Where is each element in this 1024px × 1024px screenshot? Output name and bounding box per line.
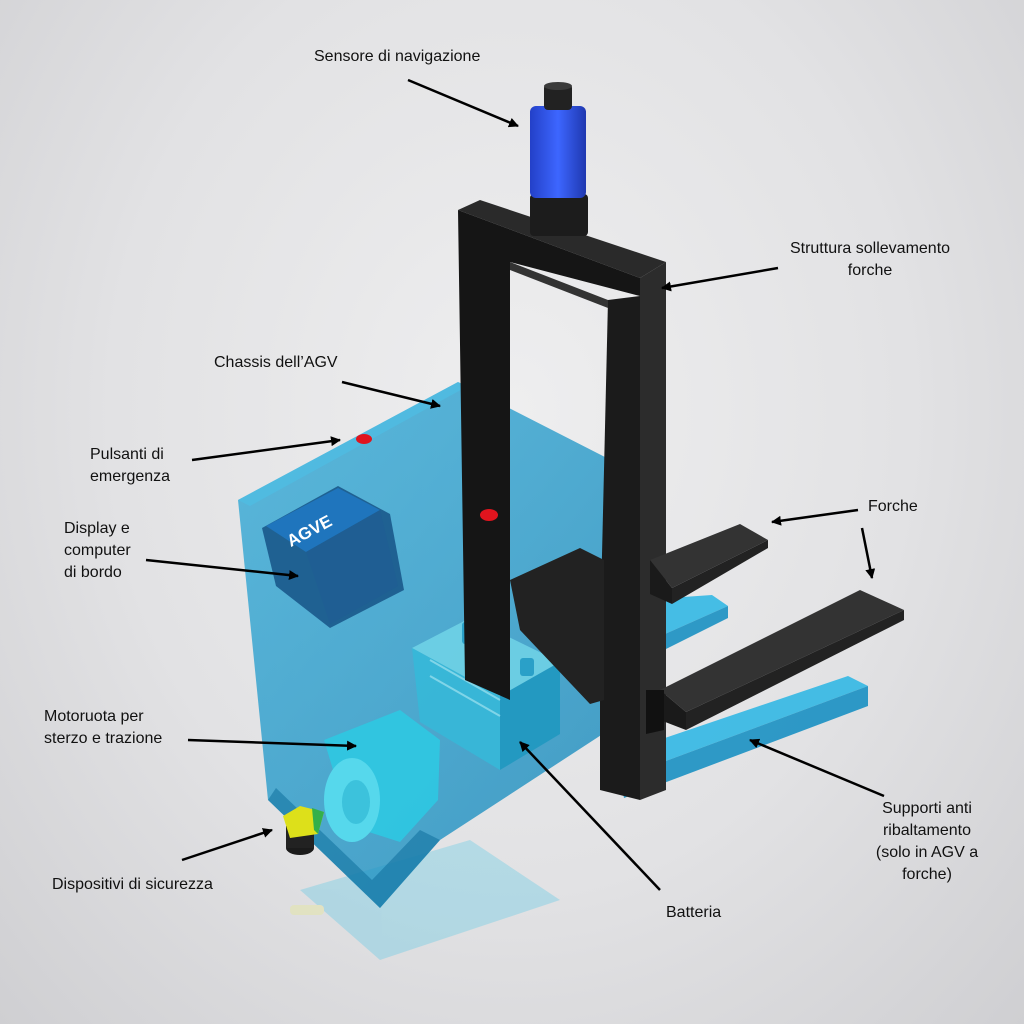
arrow-batteria bbox=[519, 741, 661, 891]
label-chassis: Chassis dell’AGV bbox=[214, 354, 338, 371]
arrow-struttura bbox=[661, 266, 779, 292]
callout-arrows bbox=[145, 78, 885, 891]
arrow-supporti bbox=[749, 738, 885, 798]
label-sensore: Sensore di navigazione bbox=[314, 48, 481, 65]
arrow-forche-2 bbox=[860, 527, 876, 579]
arrow-dispositivi bbox=[181, 828, 273, 862]
label-batteria: Batteria bbox=[666, 904, 722, 921]
label-pulsanti: Pulsanti di emergenza bbox=[90, 446, 171, 485]
safety-device bbox=[283, 806, 324, 855]
arrow-forche-1 bbox=[771, 508, 859, 526]
emergency-button-front bbox=[480, 509, 498, 521]
arrow-pulsanti bbox=[191, 436, 341, 462]
arrow-motoruota bbox=[187, 738, 357, 751]
emergency-button-top bbox=[356, 434, 372, 444]
onboard-display: AGVE bbox=[262, 486, 404, 628]
emergency-buttons bbox=[356, 434, 498, 521]
label-supporti: Supporti anti ribaltamento (solo in AGV … bbox=[875, 800, 979, 883]
navigation-sensor bbox=[530, 82, 588, 236]
label-struttura: Struttura sollevamento forche bbox=[789, 240, 951, 279]
arrow-sensore bbox=[407, 78, 519, 128]
forks bbox=[646, 524, 904, 734]
arrow-display bbox=[145, 558, 299, 581]
fork-lift-frame bbox=[458, 200, 666, 800]
label-forche: Forche bbox=[868, 498, 918, 515]
label-motoruota: Motoruota per sterzo e trazione bbox=[44, 708, 163, 747]
label-dispositivi: Dispositivi di sicurezza bbox=[52, 876, 213, 893]
label-display: Display e computer di bordo bbox=[64, 520, 131, 581]
arrow-chassis bbox=[341, 380, 441, 409]
floor-reflection bbox=[290, 840, 560, 960]
